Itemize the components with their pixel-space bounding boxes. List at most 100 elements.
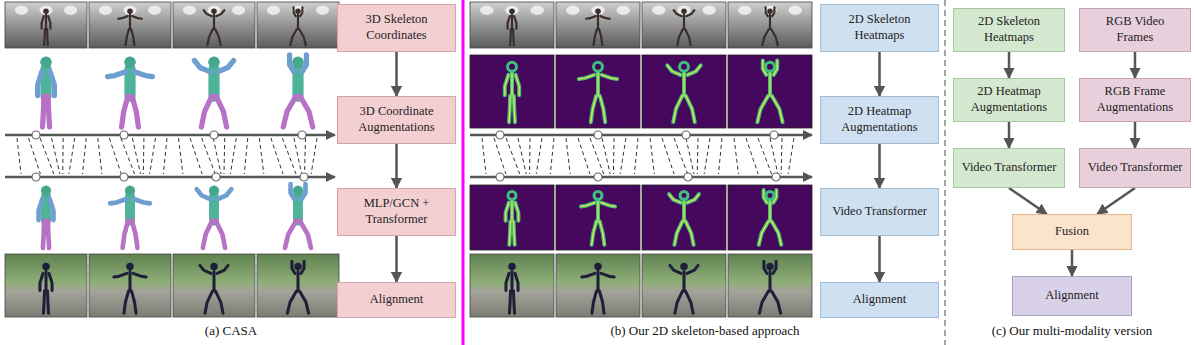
- heatmap-limb: [757, 96, 768, 122]
- box-label: 2D Skeleton Heatmaps: [827, 12, 932, 43]
- mesh-head: [209, 186, 219, 196]
- process-box: 2D Heatmap Augmentations: [820, 96, 939, 144]
- heatmap-limb: [506, 203, 509, 221]
- heatmap-limb: [601, 203, 615, 207]
- person-limb: [509, 29, 512, 45]
- alignment-link: [62, 138, 63, 174]
- person-limb: [299, 29, 306, 45]
- frame-photo: [470, 2, 554, 48]
- mesh-limb: [197, 189, 211, 199]
- alignment-link: [230, 138, 236, 174]
- person-limb: [683, 15, 685, 29]
- heatmap-limb-core: [683, 72, 684, 95]
- person-limb: [769, 15, 771, 29]
- person-limb: [48, 291, 49, 313]
- alignment-link: [788, 138, 794, 174]
- video-frame: [642, 2, 726, 48]
- keyframe-dot: [120, 173, 128, 181]
- heatmap-limb-core: [686, 96, 695, 122]
- video-frame: [470, 254, 554, 317]
- flow-arrow: [1134, 122, 1137, 148]
- alignment-link: [758, 138, 772, 174]
- person-limb: [601, 273, 614, 277]
- heatmap-limb: [579, 75, 595, 79]
- panel-separator: [462, 0, 465, 345]
- studio-light: [123, 6, 136, 15]
- video-frame: [5, 2, 87, 48]
- person-limb: [132, 16, 142, 19]
- person-head: [42, 263, 50, 271]
- person-limb: [599, 29, 602, 45]
- human-figure: [200, 263, 228, 313]
- box-label: 2D Heatmap Augmentations: [827, 104, 932, 135]
- process-box: Fusion: [1012, 214, 1132, 250]
- heatmap-limb-core: [591, 96, 596, 122]
- person-limb: [762, 29, 769, 45]
- person-limb: [44, 271, 47, 291]
- person-limb: [772, 291, 781, 313]
- person-limb: [132, 291, 137, 313]
- person-limb: [48, 16, 50, 29]
- keyframe-dot: [32, 131, 40, 139]
- box-label: MLP/GCN + Transformer: [344, 196, 449, 227]
- temporal-alignment: [470, 131, 812, 181]
- alignment-link: [202, 138, 216, 174]
- keyframe-dot: [210, 131, 218, 139]
- process-box: RGB Frame Augmentations: [1079, 78, 1191, 122]
- person-limb: [43, 29, 46, 45]
- alignment-link: [650, 138, 654, 174]
- human-figure: [40, 263, 52, 313]
- human-figure: [108, 56, 153, 127]
- person-limb: [508, 16, 510, 29]
- person-limb: [586, 16, 596, 19]
- video-frame: [470, 2, 554, 48]
- studio-light: [316, 6, 329, 15]
- alignment-link: [271, 138, 283, 174]
- mesh-limb: [285, 221, 296, 248]
- heatmap-limb-core: [514, 96, 515, 122]
- process-box: MLP/GCN + Transformer: [337, 188, 456, 236]
- mesh-limb: [132, 221, 138, 248]
- keyframe-dot: [120, 131, 128, 139]
- alignment-link: [781, 138, 783, 174]
- studio-light: [702, 6, 715, 15]
- process-box: Video Transformer: [953, 148, 1065, 188]
- mesh-limb: [50, 199, 54, 220]
- alignment-link: [29, 138, 41, 174]
- frame-photo: [173, 2, 255, 48]
- person-head: [509, 8, 515, 14]
- person-limb: [40, 273, 43, 290]
- process-box: Alignment: [337, 282, 456, 318]
- person-limb: [133, 273, 146, 277]
- person-limb: [49, 273, 52, 290]
- mesh-head: [292, 56, 304, 68]
- keyframe-dot: [682, 131, 690, 139]
- human-figure: [283, 55, 312, 127]
- person-head: [127, 8, 133, 14]
- heatmap-background: [470, 55, 554, 128]
- studio-light: [232, 6, 245, 15]
- person-limb: [512, 29, 515, 45]
- person-limb: [685, 29, 691, 45]
- keyframe-dot: [496, 131, 504, 139]
- person-limb: [597, 15, 599, 29]
- box-label: 2D Skeleton Heatmaps: [960, 14, 1058, 45]
- mesh-limb: [300, 221, 311, 248]
- human-figure: [204, 8, 225, 45]
- heatmap-limb-core: [511, 72, 512, 95]
- frame-photo: [728, 2, 812, 48]
- mesh-limb: [300, 96, 313, 127]
- human-figure: [505, 62, 519, 122]
- studio-light: [677, 6, 690, 15]
- person-limb: [514, 291, 515, 313]
- alignment-link: [674, 138, 688, 174]
- video-frame: [728, 2, 812, 48]
- heatmap-limb: [682, 201, 686, 222]
- alignment-link: [662, 138, 674, 174]
- alignment-link: [69, 138, 75, 174]
- heatmap-head: [594, 192, 602, 200]
- alignment-link: [244, 138, 248, 174]
- person-limb: [506, 273, 509, 290]
- heatmap-limb-core: [769, 72, 770, 95]
